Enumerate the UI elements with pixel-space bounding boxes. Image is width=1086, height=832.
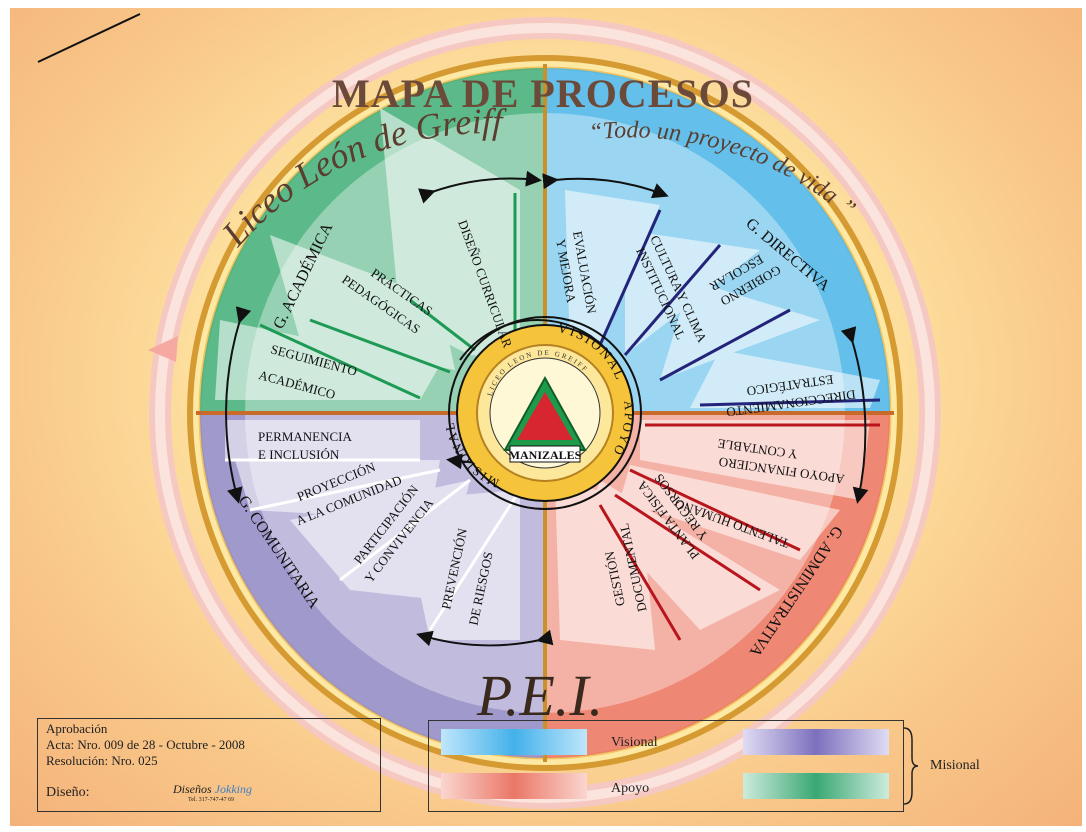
process-prevencion: PREVENCIÓN DE RIESGOS xyxy=(438,526,496,626)
school-motto: Todo un proyecto de vida xyxy=(602,117,843,209)
arrow-bottom-icon xyxy=(416,629,554,647)
legend-label-misional: Misional xyxy=(930,758,980,773)
legend-swatch-visional xyxy=(441,729,587,755)
approval-acta: Acta: Nro. 009 de 28 - Octubre - 2008 xyxy=(46,737,245,752)
process-apoyo-financiero: APOYO FINANCIERO Y CONTABLE xyxy=(717,436,846,487)
outer-ring-arrow-icon xyxy=(148,336,178,362)
color-legend: Visional Apoyo xyxy=(428,720,904,812)
center-hub xyxy=(448,316,642,510)
process-practicas-pedagogicas: PRÁCTICAS PEDAGÓGICAS xyxy=(339,265,435,336)
approval-box: Aprobación Acta: Nro. 009 de 28 - Octubr… xyxy=(37,718,381,812)
process-permanencia: PERMANENCIA E INCLUSIÓN xyxy=(258,429,353,462)
quadrant-title-academica: G. ACADÉMICA xyxy=(269,219,337,332)
page-title: MAPA DE PROCESOS xyxy=(332,71,754,116)
arrow-left-icon xyxy=(225,306,252,504)
svg-text:DE RIESGOS: DE RIESGOS xyxy=(466,550,496,626)
svg-text:“Todo un proyecto de vida”: “Todo un proyecto de vida” xyxy=(588,117,861,222)
logo-city: MANIZALES xyxy=(509,448,582,462)
process-diseno-curricular: DISEÑO CURRICULAR xyxy=(455,218,515,350)
center-misional-label: MISIONAL xyxy=(441,419,499,491)
process-evaluacion-mejora: EVALUACIÓN Y MEJORA xyxy=(553,230,599,315)
legend-swatch-apoyo xyxy=(441,773,587,799)
approval-heading: Aprobación xyxy=(46,721,108,736)
motto-close-quote: ” xyxy=(833,194,860,223)
legend-swatch-misional-comunitaria xyxy=(743,729,889,755)
legend-swatch-misional-academica xyxy=(743,773,889,799)
approval-resolucion: Resolución: Nro. 025 xyxy=(46,753,158,768)
svg-text:MISIONAL: MISIONAL xyxy=(441,419,501,491)
scan-edge-line xyxy=(37,13,141,63)
svg-text:PREVENCIÓN: PREVENCIÓN xyxy=(438,526,470,610)
process-cultura-clima: CULTURA Y CLIMA INSTITUCIONAL xyxy=(633,233,710,345)
legend-brace-icon xyxy=(903,727,919,805)
footer-title-pei: P.E.I. xyxy=(476,663,603,728)
process-direccionamiento: DIRECCIONAMIENTO ESTRATÉGICO xyxy=(725,372,856,420)
center-visional-label: VISIONAL xyxy=(556,321,626,384)
process-gestion-documental: GESTIÓN DOCUMENTAL xyxy=(602,522,650,613)
svg-text:DISEÑO CURRICULAR: DISEÑO CURRICULAR xyxy=(455,218,515,350)
process-gobierno-escolar: GOBIERNO ESCOLAR xyxy=(707,252,784,309)
process-seguimiento-academico: SEGUIMIENTO ACADÉMICO xyxy=(257,341,359,402)
arrow-top-left-icon xyxy=(418,170,542,204)
svg-text:ACADÉMICO: ACADÉMICO xyxy=(257,367,337,402)
svg-text:PERMANENCIA: PERMANENCIA xyxy=(258,429,353,444)
arrow-top-right-icon xyxy=(542,173,669,199)
logo-ring-text: LICEO LEON DE GREIFF xyxy=(486,349,588,397)
quadrant-title-administrativa: G. ADMINISTRATIVA xyxy=(746,523,846,660)
design-label: Diseño: xyxy=(46,785,90,800)
motto-open-quote: “ xyxy=(588,119,604,146)
design-tel: Tel. 317-747-47 69 xyxy=(188,797,235,803)
legend-label-visional: Visional xyxy=(611,735,658,750)
arrow-right-icon xyxy=(840,326,869,504)
legend-label-apoyo: Apoyo xyxy=(611,781,650,796)
svg-text:E INCLUSIÓN: E INCLUSIÓN xyxy=(258,447,340,462)
design-brand: Diseños Jokking xyxy=(173,782,252,796)
logo-inner-triangle-icon xyxy=(517,392,573,440)
svg-text:LICEO LEON DE GREIFF: LICEO LEON DE GREIFF xyxy=(486,349,590,397)
svg-text:VISIONAL: VISIONAL xyxy=(556,321,628,384)
svg-text:APOYO: APOYO xyxy=(610,400,637,459)
center-apoyo-label: APOYO xyxy=(610,400,635,459)
